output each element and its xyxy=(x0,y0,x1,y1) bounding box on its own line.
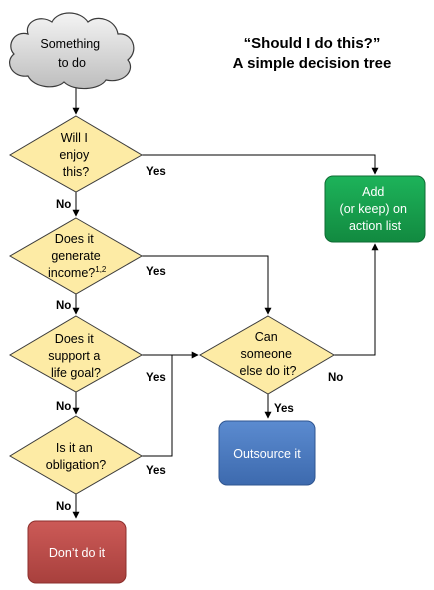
svg-text:Don’t do it: Don’t do it xyxy=(49,546,106,560)
q1-line-1: Will I xyxy=(61,131,88,145)
q1-line-2: enjoy xyxy=(59,148,90,162)
decision-life-goal: Does it support a life goal? xyxy=(8,315,144,393)
decision-enjoy: Will I enjoy this? xyxy=(8,115,144,193)
start-label-line-1: Something xyxy=(40,37,100,51)
start-label-line-2: to do xyxy=(58,56,86,70)
q5-yes-label: Yes xyxy=(274,403,294,415)
svg-text:Can someone else d: Can someone else do it? xyxy=(240,330,297,378)
edge-q4-yes-to-q5 xyxy=(142,355,173,457)
q5-line-1: Can xyxy=(255,330,278,344)
title-line-1: “Should I do this?” xyxy=(243,35,381,52)
svg-text:Is it an obligation?: Is it an obligation? xyxy=(46,441,107,472)
q4-no-label: No xyxy=(56,501,71,513)
q4-line-1: Is it an xyxy=(56,441,93,455)
q1-line-3: this? xyxy=(63,165,89,179)
q3-yes-label: Yes xyxy=(146,372,166,384)
q5-line-3: else do it? xyxy=(240,364,297,378)
q1-yes-label: Yes xyxy=(146,166,166,178)
q2-yes-label: Yes xyxy=(146,266,166,278)
outsource-label: Outsource it xyxy=(233,447,301,461)
q5-no-label: No xyxy=(328,372,343,384)
q2-line-1: Does it xyxy=(55,232,94,246)
q2-no-label: No xyxy=(56,300,71,312)
q3-line-3: life goal? xyxy=(51,366,101,380)
q2-line-2: generate xyxy=(51,249,100,263)
edge-q2-yes-to-q5 xyxy=(142,255,272,315)
q1-no-label: No xyxy=(56,199,71,211)
outcome-add-to-action-list: Add (or keep) on action list xyxy=(324,175,426,243)
start-cloud: Something to do xyxy=(9,12,135,90)
decision-obligation: Is it an obligation? xyxy=(9,415,143,495)
add-line-1: Add xyxy=(362,185,384,199)
q3-line-2: support a xyxy=(48,349,100,363)
svg-text:income?1,2: income?1,2 xyxy=(48,265,107,280)
q4-line-2: obligation? xyxy=(46,458,107,472)
add-line-2: (or keep) on xyxy=(340,202,407,216)
outcome-outsource: Outsource it xyxy=(218,420,316,486)
svg-text:Does it generate: Does it generate xyxy=(51,232,100,263)
svg-text:Add (or keep) on a: Add (or keep) on action list xyxy=(340,185,411,233)
decision-income: Does it generate income?1,2 xyxy=(8,217,144,295)
connectors xyxy=(72,86,379,519)
decision-someone-else: Can someone else do it? xyxy=(198,315,335,395)
edge-q1-yes-to-add xyxy=(142,154,379,175)
add-line-3: action list xyxy=(349,219,402,233)
diagram-title: “Should I do this?” A simple decision tr… xyxy=(212,34,412,74)
svg-text:Will I enjoy this?: Will I enjoy this? xyxy=(59,131,92,179)
svg-text:Does it support a: Does it support a life goal? xyxy=(48,332,104,380)
svg-text:Something to do: Something to do xyxy=(40,37,103,70)
edge-labels: Yes No Yes No Yes No Yes No No Yes xyxy=(56,166,343,513)
q5-line-2: someone xyxy=(241,347,292,361)
q4-yes-label: Yes xyxy=(146,465,166,477)
q3-line-1: Does it xyxy=(55,332,94,346)
q3-no-label: No xyxy=(56,401,71,413)
q2-line-3: income? xyxy=(48,266,95,280)
outcome-dont-do-it: Don’t do it xyxy=(27,520,127,584)
title-line-2: A simple decision tree xyxy=(232,55,392,72)
dont-label: Don’t do it xyxy=(49,546,106,560)
q2-footnote-superscript: 1,2 xyxy=(95,265,107,274)
edge-q5-no-to-add xyxy=(334,243,379,356)
svg-text:Outsource it: Outsource it xyxy=(233,447,301,461)
